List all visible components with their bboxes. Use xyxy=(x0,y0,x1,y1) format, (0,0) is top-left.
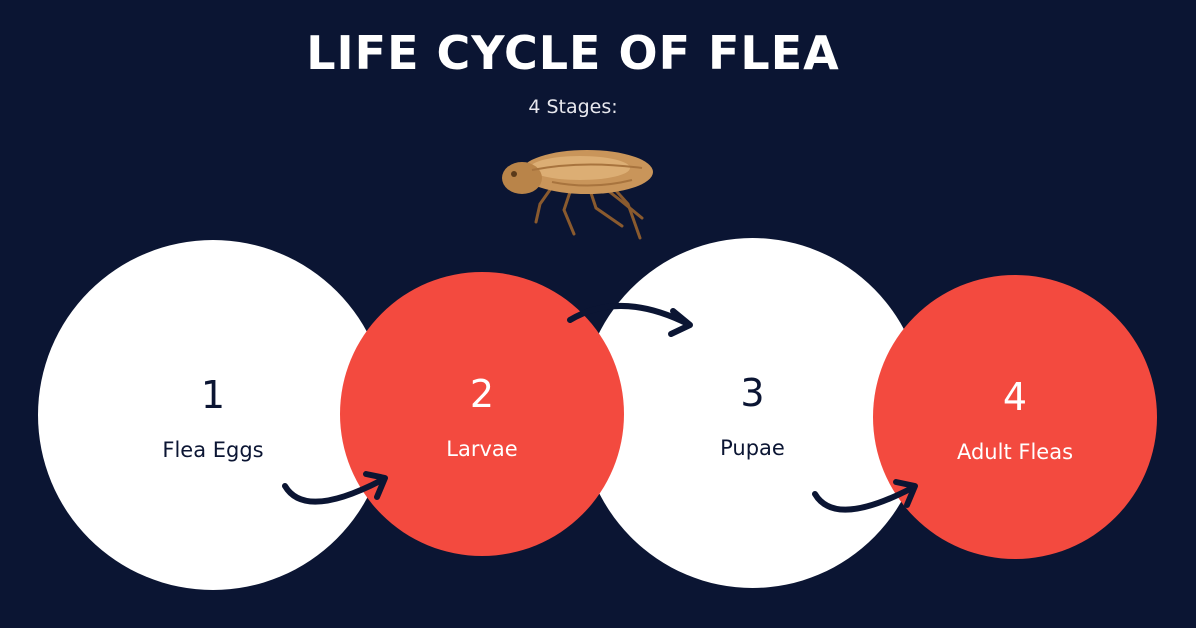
stage-2-label: Larvae xyxy=(446,437,518,461)
stage-3-circle: 3 Pupae xyxy=(580,238,925,588)
stage-3-label: Pupae xyxy=(720,436,785,460)
stage-4-circle: 4 Adult Fleas xyxy=(873,275,1157,559)
diagram-title: LIFE CYCLE OF FLEA xyxy=(306,26,840,80)
stage-4-number: 4 xyxy=(1002,375,1028,419)
stage-1-label: Flea Eggs xyxy=(162,438,264,462)
stage-1-circle: 1 Flea Eggs xyxy=(38,240,388,590)
stage-2-circle: 2 Larvae xyxy=(340,272,624,556)
stage-4-label: Adult Fleas xyxy=(956,440,1074,464)
flea-illustration xyxy=(502,150,653,240)
stage-2-number: 2 xyxy=(469,372,495,416)
diagram-subtitle: 4 Stages: xyxy=(528,96,618,118)
stage-3-number: 3 xyxy=(740,371,765,415)
stage-1-number: 1 xyxy=(200,373,226,417)
